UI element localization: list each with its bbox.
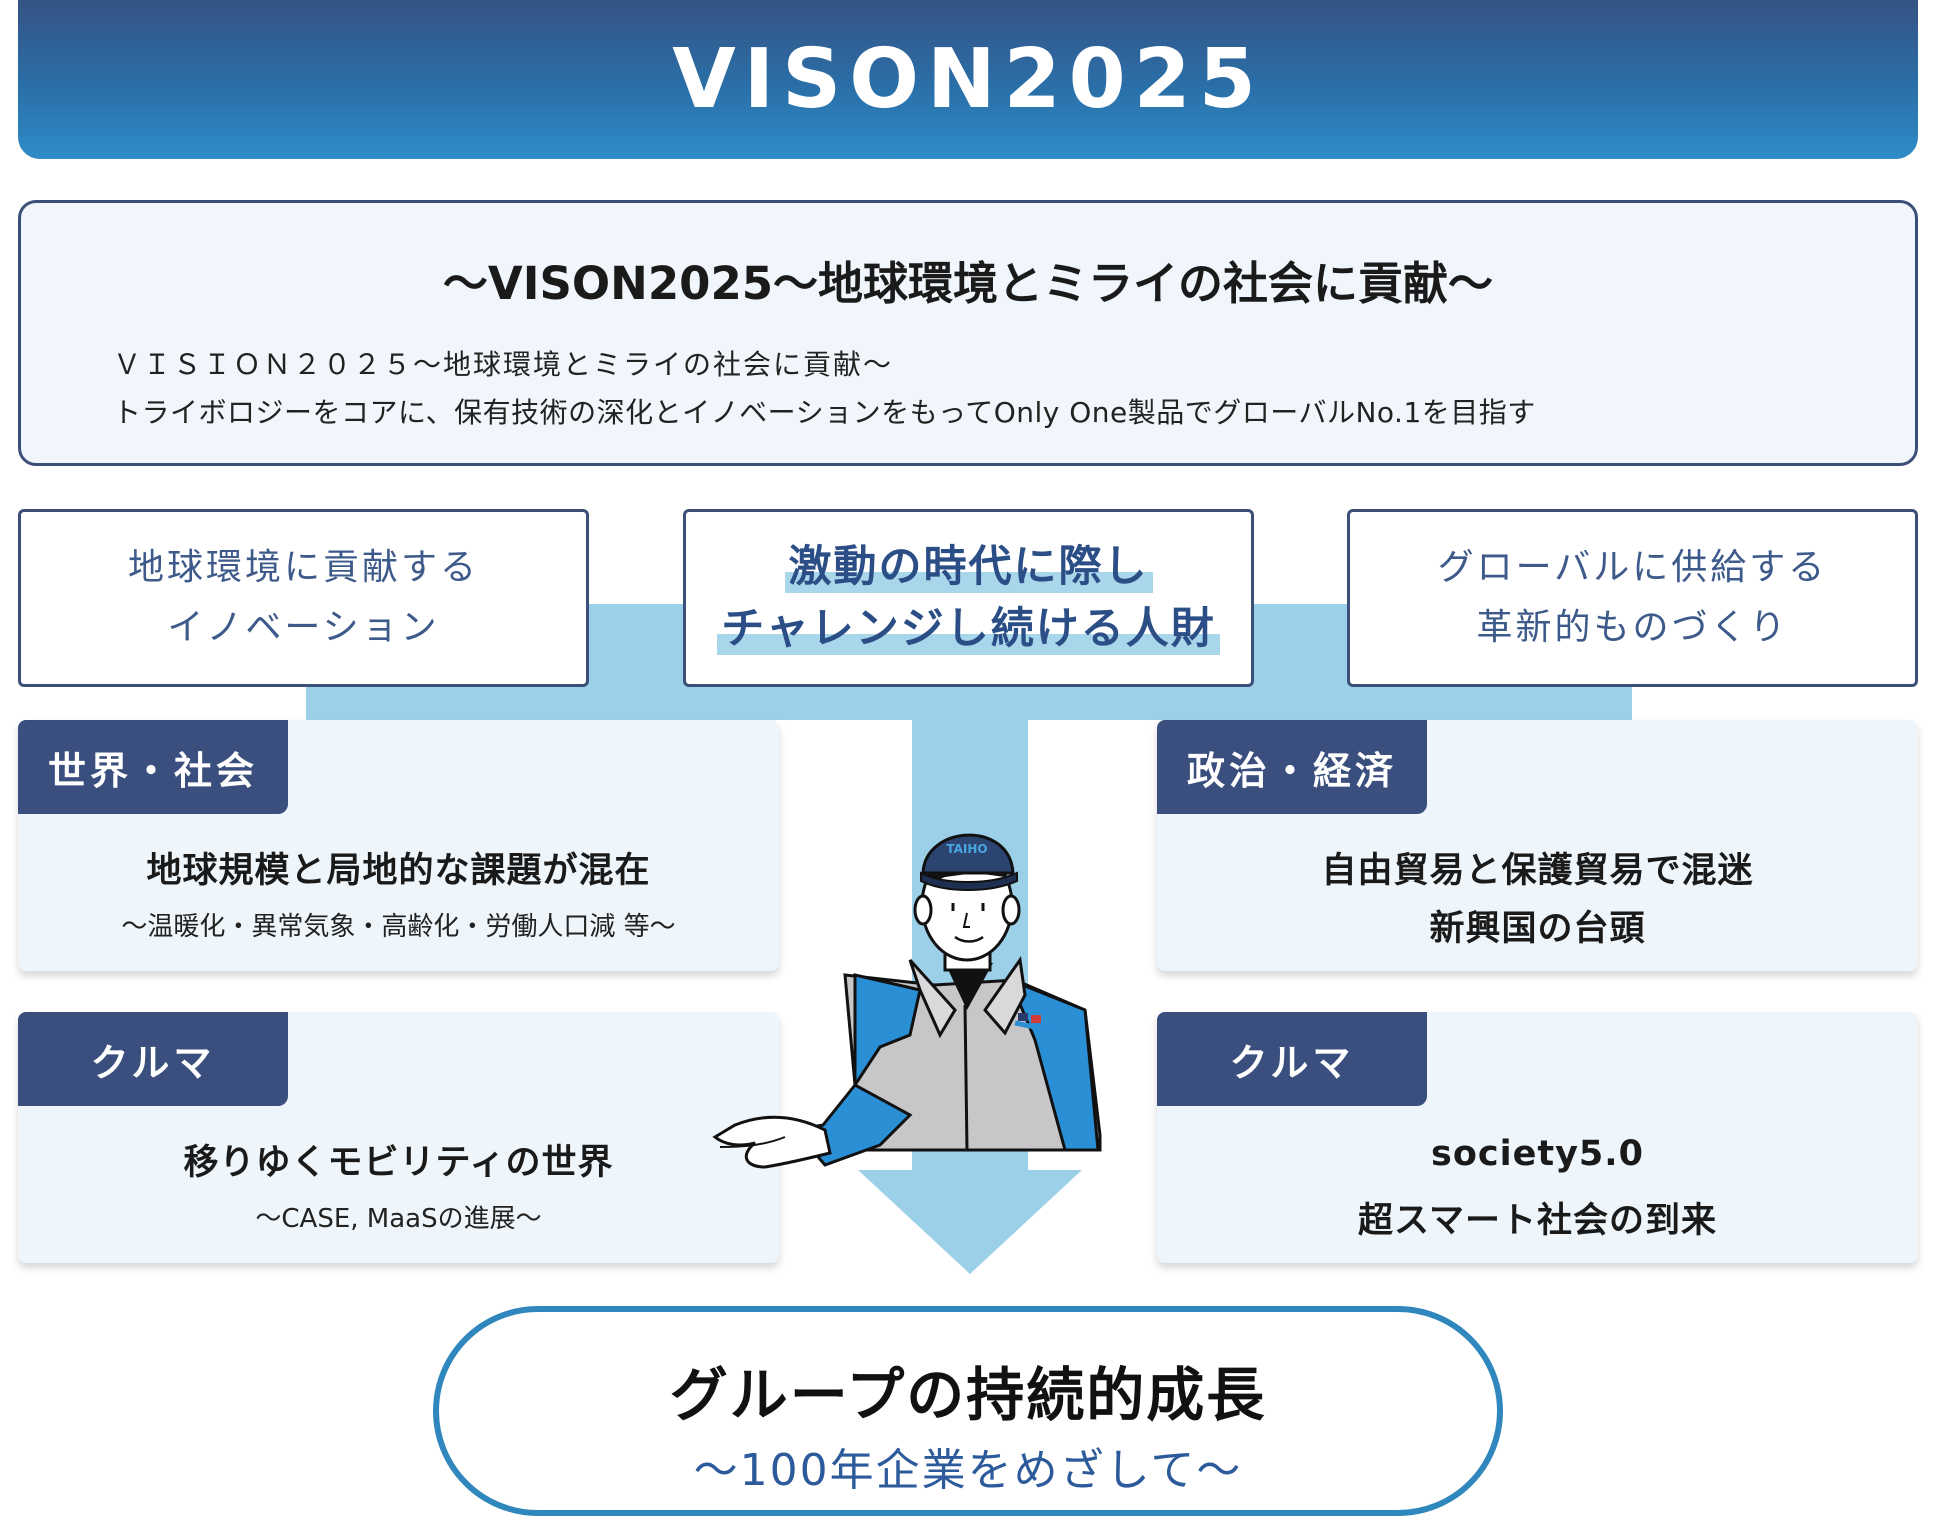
goal-subtitle: ～100年企業をめざして～	[693, 1445, 1243, 1496]
card-main-text-2: 超スマート社会の到来	[1358, 1201, 1717, 1241]
card-tag: クルマ	[1157, 1012, 1427, 1106]
card-sub-text: ～CASE, MaaSの進展～	[255, 1204, 542, 1234]
card-sub-text: ～温暖化・異常気象・高齢化・労働人口減 等～	[121, 912, 676, 942]
card-main-text-1: society5.0	[1431, 1134, 1644, 1174]
pillar-center-line-1: 激動の時代に際し	[784, 536, 1153, 598]
card-world-society: 世界・社会 地球規模と局地的な課題が混在 ～温暖化・異常気象・高齢化・労働人口減…	[18, 720, 779, 971]
card-car-mobility: クルマ 移りゆくモビリティの世界 ～CASE, MaaSの進展～	[18, 1012, 779, 1263]
card-tag: 世界・社会	[18, 720, 288, 814]
pillar-innovation: 地球環境に貢献する イノベーション	[18, 509, 589, 687]
vision-line-1: ＶＩＳＩＯＮ２０２５～地球環境とミライの社会に貢献～	[113, 348, 894, 381]
card-car-society: クルマ society5.0 超スマート社会の到来	[1157, 1012, 1918, 1263]
pillar-left-line-2: イノベーション	[167, 607, 440, 648]
banner-title: VISON2025	[672, 32, 1264, 127]
down-arrow-icon	[858, 1170, 1082, 1274]
pillar-center-line-2: チャレンジし続ける人財	[717, 598, 1220, 660]
card-main-text-2: 新興国の台頭	[1429, 909, 1646, 949]
cap-logo-text: TAIHO	[946, 842, 987, 856]
card-main-text: 地球規模と局地的な課題が混在	[146, 851, 651, 891]
header-banner: VISON2025	[18, 0, 1918, 159]
pillar-human-resources: 激動の時代に際し チャレンジし続ける人財	[683, 509, 1254, 687]
card-tag: 政治・経済	[1157, 720, 1427, 814]
vision-statement-box: ～VISON2025～地球環境とミライの社会に貢献～ ＶＩＳＩＯＮ２０２５～地球…	[18, 200, 1918, 466]
vision-line-2: トライボロジーをコアに、保有技術の深化とイノベーションをもってOnly One製…	[113, 396, 1536, 429]
worker-illustration: TAIHO	[712, 833, 1102, 1169]
pillar-right-line-2: 革新的ものづくり	[1476, 607, 1789, 648]
goal-title: グループの持続的成長	[669, 1361, 1267, 1429]
goal-pill: グループの持続的成長 ～100年企業をめざして～	[433, 1306, 1503, 1516]
card-main-text: 移りゆくモビリティの世界	[183, 1143, 614, 1183]
pillar-right-line-1: グローバルに供給する	[1437, 547, 1828, 588]
pillar-manufacturing: グローバルに供給する 革新的ものづくり	[1347, 509, 1918, 687]
card-tag: クルマ	[18, 1012, 288, 1106]
card-main-text-1: 自由貿易と保護貿易で混迷	[1321, 851, 1754, 891]
card-politics-economy: 政治・経済 自由貿易と保護貿易で混迷 新興国の台頭	[1157, 720, 1918, 971]
vision-headline: ～VISON2025～地球環境とミライの社会に貢献～	[442, 257, 1494, 310]
pillar-left-line-1: 地球環境に貢献する	[127, 547, 479, 588]
